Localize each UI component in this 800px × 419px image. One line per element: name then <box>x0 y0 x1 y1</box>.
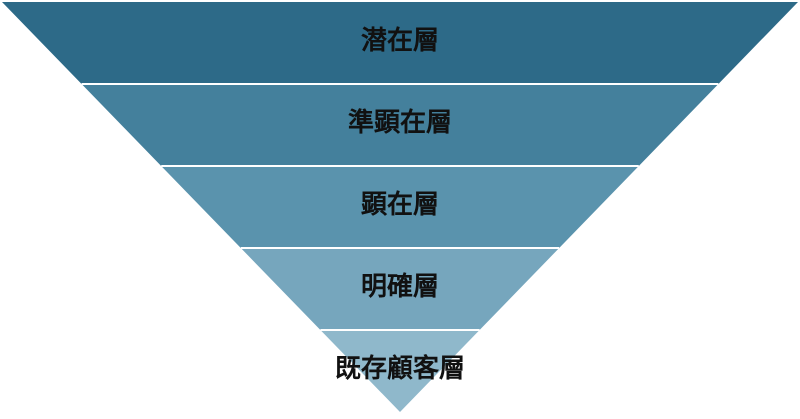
funnel-tier-4 <box>240 248 560 330</box>
funnel-tier-label-2: 準顕在層 <box>348 107 452 138</box>
funnel-tier-label-4: 明確層 <box>361 271 439 302</box>
funnel-tier-3 <box>161 166 639 248</box>
funnel-tier-label-1: 潜在層 <box>361 26 439 56</box>
funnel-tier-1 <box>2 2 798 84</box>
funnel-tier-5 <box>320 330 480 412</box>
funnel-tier-label-5: 既存顧客層 <box>335 353 465 384</box>
funnel-tier-label-3: 顕在層 <box>361 190 439 220</box>
funnel-tier-2 <box>81 84 719 166</box>
